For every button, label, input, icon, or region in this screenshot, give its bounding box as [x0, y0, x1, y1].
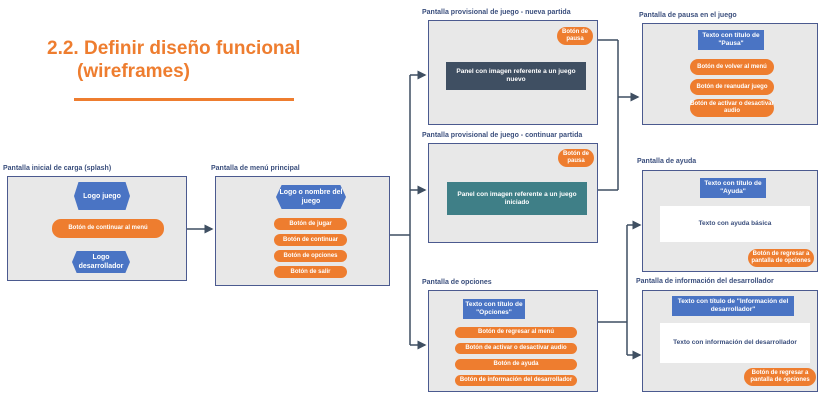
options-audio-button[interactable]: Botón de activar o desactivar audio — [455, 343, 577, 354]
pause-heading: Texto con título de "Pausa" — [698, 30, 764, 50]
options-help-button[interactable]: Botón de ayuda — [455, 359, 577, 370]
devinfo-label: Pantalla de información del desarrollado… — [636, 278, 774, 285]
continue-panel: Panel con imagen referente a un juego in… — [447, 182, 587, 215]
pause-menu-button[interactable]: Botón de volver al menú — [690, 59, 774, 75]
splash-continue-button[interactable]: Botón de continuar al menú — [52, 219, 164, 238]
options-back-button[interactable]: Botón de regresar al menú — [455, 327, 577, 338]
menu-label: Pantalla de menú principal — [211, 165, 300, 172]
newgame-label: Pantalla provisional de juego - nueva pa… — [422, 9, 571, 16]
page-title: 2.2. Definir diseño funcional (wireframe… — [47, 37, 300, 83]
menu-continue-button[interactable]: Botón de continuar — [274, 234, 347, 246]
newgame-panel: Panel con imagen referente a un juego nu… — [446, 62, 586, 90]
pause-label: Pantalla de pausa en el juego — [639, 12, 737, 19]
pause-resume-button[interactable]: Botón de reanudar juego — [690, 79, 774, 95]
help-text: Texto con ayuda básica — [660, 206, 810, 242]
page-title-line2: (wireframes) — [77, 61, 190, 82]
help-back-button[interactable]: Botón de regresar a pantalla de opciones — [748, 249, 814, 267]
menu-play-button[interactable]: Botón de jugar — [274, 218, 347, 230]
menu-options-button[interactable]: Botón de opciones — [274, 250, 347, 262]
splash-label: Pantalla inicial de carga (splash) — [3, 165, 112, 172]
splash-logo: Logo juego — [74, 182, 130, 210]
newgame-pause-button[interactable]: Botón de pausa — [557, 27, 593, 45]
devinfo-text: Texto con información del desarrollador — [660, 323, 810, 363]
continue-label: Pantalla provisional de juego - continua… — [422, 132, 583, 139]
devinfo-heading: Texto con título de "Información del des… — [672, 296, 794, 316]
menu-logo: Logo o nombre del juego — [276, 185, 346, 209]
splash-dev-logo: Logo desarrollador — [72, 251, 130, 273]
options-label: Pantalla de opciones — [422, 279, 492, 286]
options-heading: Texto con título de "Opciones" — [463, 299, 525, 319]
page-title-line1: 2.2. Definir diseño funcional — [47, 38, 301, 59]
help-heading: Texto con título de "Ayuda" — [700, 178, 766, 198]
options-devinfo-button[interactable]: Botón de información del desarrollador — [455, 375, 577, 386]
pause-audio-button[interactable]: Botón de activar o desactivar audio — [690, 99, 774, 117]
continue-pause-button[interactable]: Botón de pausa — [558, 149, 594, 167]
help-label: Pantalla de ayuda — [637, 158, 697, 165]
devinfo-back-button[interactable]: Botón de regresar a pantalla de opciones — [744, 368, 816, 386]
title-underline — [74, 98, 294, 101]
menu-exit-button[interactable]: Botón de salir — [274, 266, 347, 278]
